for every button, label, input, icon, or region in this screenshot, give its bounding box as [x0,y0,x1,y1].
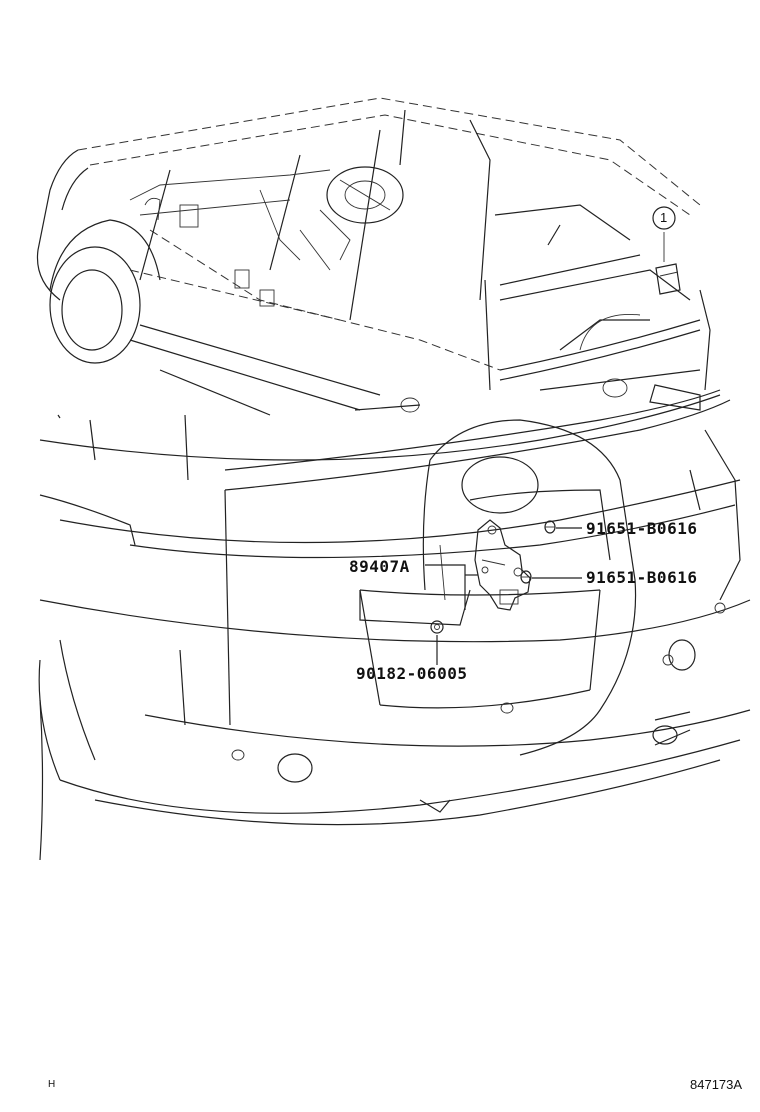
leader-lines [425,527,582,665]
callout-89407a: 89407A [349,557,410,576]
bolt-upper [544,520,556,534]
callout-90182-06005: 90182-06005 [356,664,468,683]
footer-left-mark: H [48,1079,56,1090]
nut-90182 [430,620,444,634]
callout-91651-b0616-upper: 91651-B0616 [586,519,698,538]
marker-1 [652,206,676,230]
bolt-lower [520,570,532,584]
height-control-bracket [474,519,531,611]
vehicle-rear-view [38,389,751,861]
vehicle-upper-view [36,97,711,416]
drawing-number: 847173A [690,1077,743,1092]
marker-1-label: 1 [660,210,668,225]
callout-91651-b0616-lower: 91651-B0616 [586,568,698,587]
